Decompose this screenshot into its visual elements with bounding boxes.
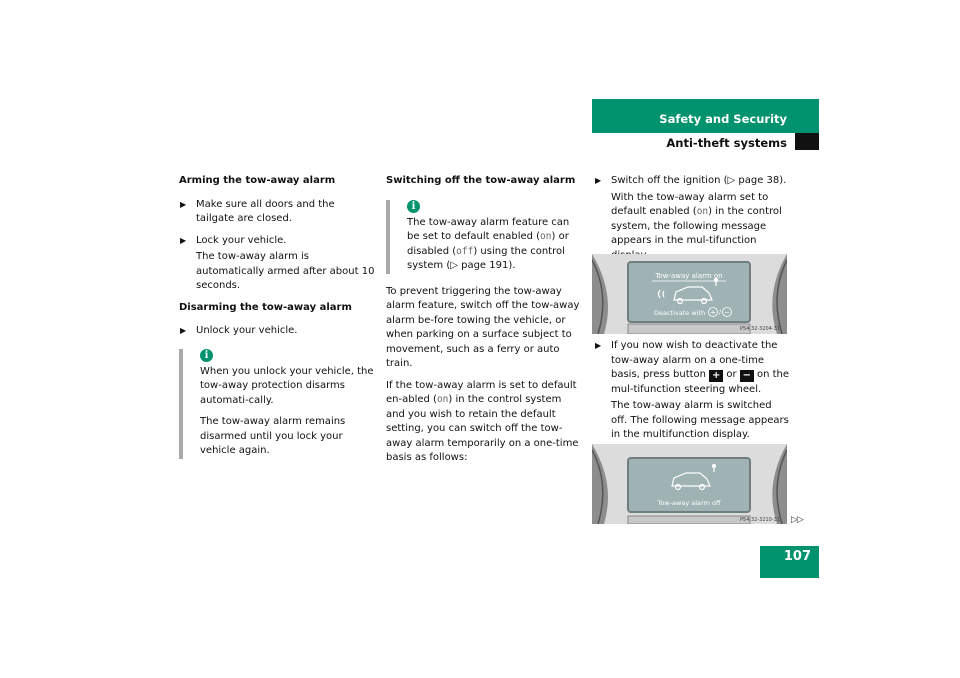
list-item: ▶Lock your vehicle. <box>179 234 375 249</box>
list-item: ▶Switch off the ignition (▷ page 38). <box>594 174 790 189</box>
triangle-right-icon: ▶ <box>595 176 602 185</box>
svg-text:/: / <box>719 309 722 316</box>
display-figure-alarm-off: Tow-away alarm off P54.32-3210-31 <box>592 444 787 524</box>
list-item: ▶Make sure all doors and the tailgate ar… <box>180 198 335 225</box>
header-subsection-bar: Anti-theft systems <box>592 133 819 150</box>
svg-text:−: − <box>724 309 730 317</box>
info-note: i The tow-away alarm feature can be set … <box>386 199 582 274</box>
list-item-detail: The tow-away alarm is switched off. The … <box>611 400 789 440</box>
continued-arrows-icon: ▷▷ <box>791 515 804 525</box>
minus-button-icon: − <box>739 370 754 382</box>
page-reference[interactable]: page 38 <box>738 175 780 186</box>
switching-off-heading: Switching off the tow-away alarm <box>386 175 576 186</box>
page-ref-arrow-icon: ▷ <box>727 175 739 186</box>
note-paragraph: The tow-away alarm remains disarmed unti… <box>200 416 346 456</box>
note-paragraph: When you unlock your vehicle, the tow-aw… <box>200 365 374 406</box>
paragraph: To prevent triggering the tow-away alarm… <box>386 285 580 370</box>
list-item: ▶Unlock your vehicle. <box>179 324 375 339</box>
car-icon <box>671 463 717 491</box>
header-marker <box>795 133 819 150</box>
page-number-box: 107 <box>760 546 819 578</box>
disarming-heading: Disarming the tow-away alarm <box>179 301 352 313</box>
plus-button-icon: + <box>709 370 724 382</box>
triangle-right-icon: ▶ <box>595 341 602 350</box>
info-icon: i <box>200 348 213 362</box>
list-item: ▶If you now wish to deactivate the tow-a… <box>595 340 790 395</box>
figure-code: P54.32-3210-31 <box>740 517 780 523</box>
display-figure-alarm-on: Tow-away alarm on Deactivate with + / − … <box>592 254 787 334</box>
list-item-detail: The tow-away alarm is automatically arme… <box>196 251 375 291</box>
instrument-cluster-illustration: Tow-away alarm off P54.32-3210-31 <box>592 444 787 524</box>
display-title: Tow-away alarm off <box>657 499 721 507</box>
instrument-cluster-illustration: Tow-away alarm on Deactivate with + / − … <box>592 254 787 334</box>
note-paragraph: The tow-away alarm feature can be set to… <box>407 216 570 272</box>
column-1: Arming the tow-away alarm ▶Make sure all… <box>179 174 375 467</box>
page-reference[interactable]: page 191 <box>461 260 509 271</box>
arming-heading: Arming the tow-away alarm <box>179 175 336 186</box>
info-icon: i <box>407 199 420 213</box>
svg-text:+: + <box>710 309 716 317</box>
section-title: Safety and Security <box>659 112 787 126</box>
display-action: Deactivate with <box>654 309 705 317</box>
column-3-lower: ▶If you now wish to deactivate the tow-a… <box>594 339 790 450</box>
minus-icon <box>722 307 732 317</box>
subsection-title: Anti-theft systems <box>666 136 787 150</box>
list-item-detail: With the tow-away alarm set to default e… <box>611 191 782 261</box>
info-note: i When you unlock your vehicle, the tow-… <box>179 348 375 459</box>
page-ref-arrow-icon: ▷ <box>450 260 462 271</box>
display-title: Tow-away alarm on <box>654 272 722 280</box>
paragraph: If the tow-away alarm is set to default … <box>386 379 579 464</box>
figure-code: P54.32-3204-31 <box>740 326 780 332</box>
page-number: 107 <box>783 549 811 564</box>
header-section-bar: Safety and Security <box>592 99 819 133</box>
plus-icon <box>708 307 718 317</box>
triangle-right-icon: ▶ <box>180 235 187 245</box>
car-alarm-icon <box>657 277 719 305</box>
triangle-right-icon: ▶ <box>180 199 187 209</box>
column-2: Switching off the tow-away alarm i The t… <box>386 174 582 473</box>
triangle-right-icon: ▶ <box>180 326 187 335</box>
